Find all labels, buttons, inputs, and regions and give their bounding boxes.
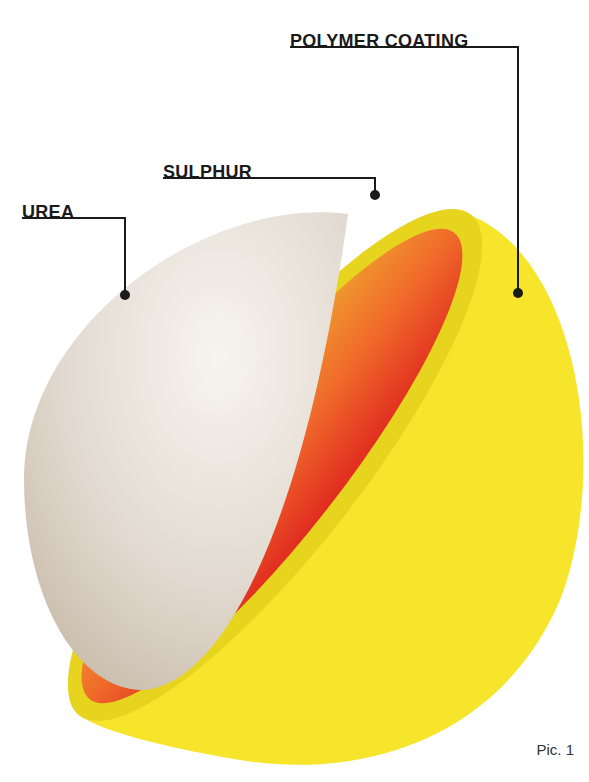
figure-caption: Pic. 1 bbox=[536, 741, 574, 758]
part-label: POLYMER COATING bbox=[290, 31, 469, 52]
leader-line bbox=[22, 218, 125, 295]
leader-line bbox=[290, 47, 518, 293]
leader-dot bbox=[370, 190, 380, 200]
part-label: SULPHUR bbox=[163, 162, 252, 183]
polymer-cut-face bbox=[11, 161, 538, 768]
urea-core bbox=[24, 212, 348, 690]
leader-dot bbox=[513, 288, 523, 298]
leader-dot bbox=[120, 290, 130, 300]
part-label: UREA bbox=[22, 202, 74, 223]
